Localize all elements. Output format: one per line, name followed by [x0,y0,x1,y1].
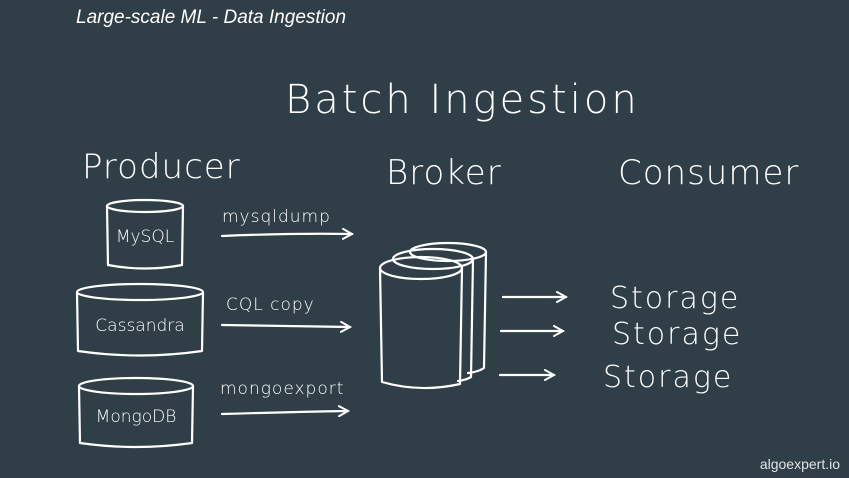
storage-label-2: Storage [612,317,742,352]
cassandra-cylinder-body [75,290,205,357]
cql-copy-label: CQL copy [226,295,315,315]
storage-label-1: Storage [610,281,740,316]
mysql-label: MySQL [116,227,174,247]
mysql-database: MySQL [105,198,185,270]
broker-heading: Broker [386,153,502,193]
mysql-cylinder-body [105,204,185,270]
cassandra-to-broker-arrow [220,325,350,327]
diagram-heading: Batch Ingestion [285,77,640,123]
mongodb-cylinder-body [77,384,195,449]
mongodb-database: MongoDB [77,376,195,449]
storage-label-3: Storage [603,360,733,395]
mysqldump-label: mysqldump [222,207,331,227]
consumer-heading: Consumer [618,153,799,193]
cassandra-label: Cassandra [95,316,184,336]
mysql-to-broker-arrow [220,234,352,236]
mysql-cylinder-top [105,198,185,214]
cassandra-database: Cassandra [75,282,205,357]
producer-heading: Producer [82,147,241,187]
mongodb-cylinder-top [77,376,195,396]
broker-back-top [408,241,488,263]
slide-title: Large-scale ML - Data Ingestion [76,7,347,28]
mongodb-label: MongoDB [96,407,177,427]
cassandra-cylinder-top [75,282,205,302]
watermark: algoexpert.io [759,456,840,472]
broker-front-body [378,266,464,390]
broker-stack [378,241,488,390]
mongodb-to-broker-arrow [220,411,348,414]
mongoexport-label: mongoexport [220,379,344,399]
